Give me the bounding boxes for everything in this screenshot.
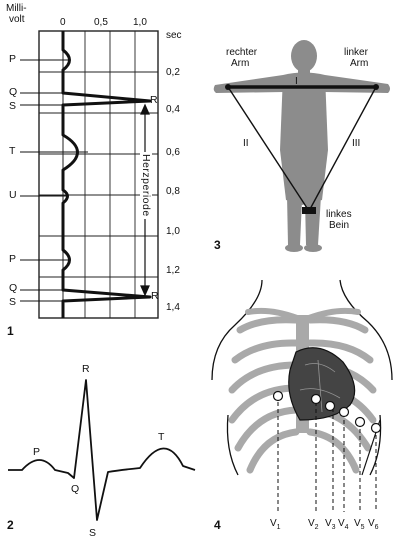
einthoven-triangle <box>227 85 377 212</box>
ecg-trace-vertical <box>61 31 152 318</box>
chest-electrodes <box>272 390 382 434</box>
complex-label-r: R <box>82 363 90 375</box>
electrode-label-v5: V5 <box>354 518 365 531</box>
electrode-label-v2: V2 <box>308 518 319 531</box>
wave-label-q1: Q <box>9 86 18 98</box>
x-tick-0: 0 <box>60 17 66 28</box>
wave-label-p1: P <box>9 53 17 65</box>
panel-number-4: 4 <box>214 518 221 532</box>
heart-shape <box>288 347 356 421</box>
electrode-label-v1: V1 <box>270 518 281 531</box>
time-unit-label: sec <box>166 30 182 41</box>
wave-label-s2: S <box>9 296 17 308</box>
time-tick-5: 1,0 <box>166 226 180 237</box>
limb-electrodes <box>225 84 379 214</box>
electrode-label-v4: V4 <box>338 518 349 531</box>
wave-label-t: T <box>9 145 16 157</box>
chest-lead-dashes <box>277 402 377 512</box>
time-tick-4: 0,8 <box>166 186 180 197</box>
right-arm-label-line1: rechter <box>226 47 258 58</box>
lead-label-iii: III <box>352 138 361 149</box>
complex-label-t: T <box>158 431 165 443</box>
yaxis-title-line2: volt <box>9 14 25 25</box>
complex-label-q: Q <box>71 483 80 495</box>
x-tick-2: 1,0 <box>133 17 147 28</box>
electrode-label-v6: V6 <box>368 518 379 531</box>
r-peak-label-2: R <box>151 290 159 302</box>
panel-number-3: 3 <box>214 238 221 252</box>
yaxis-title-line1: Milli- <box>6 3 27 14</box>
body-silhouette <box>213 40 390 252</box>
left-leg-label-line1: linkes <box>326 209 352 220</box>
electrode-label-v3: V3 <box>325 518 336 531</box>
right-arm-label-line2: Arm <box>231 58 250 69</box>
lead-label-i: I <box>295 76 298 87</box>
wave-label-u: U <box>9 189 17 201</box>
time-tick-3: 0,6 <box>166 147 180 158</box>
clavicles <box>245 307 361 321</box>
wave-label-s1: S <box>9 100 17 112</box>
panel-number-1: 1 <box>7 324 14 338</box>
heart-chambers <box>299 359 341 413</box>
time-tick-1: 0,2 <box>166 67 180 78</box>
left-arm-label-line2: Arm <box>350 58 369 69</box>
panel-number-2: 2 <box>7 518 14 532</box>
r-peak-label-1: R <box>150 94 158 106</box>
complex-label-p: P <box>33 446 41 458</box>
time-tick-7: 1,4 <box>166 302 180 313</box>
left-leg-label-line2: Bein <box>329 220 350 231</box>
time-tick-6: 1,2 <box>166 265 180 276</box>
ecg-complex-curve <box>8 379 196 521</box>
wave-label-q2: Q <box>9 282 18 294</box>
wave-leader-lines <box>20 59 88 302</box>
left-arm-label-line1: linker <box>344 47 368 58</box>
wave-label-p2: P <box>9 253 17 265</box>
x-tick-1: 0,5 <box>94 17 108 28</box>
complex-label-s: S <box>89 527 97 539</box>
time-tick-2: 0,4 <box>166 104 180 115</box>
heart-period-label: Herzperiode <box>140 152 152 219</box>
lead-label-ii: II <box>243 138 249 149</box>
